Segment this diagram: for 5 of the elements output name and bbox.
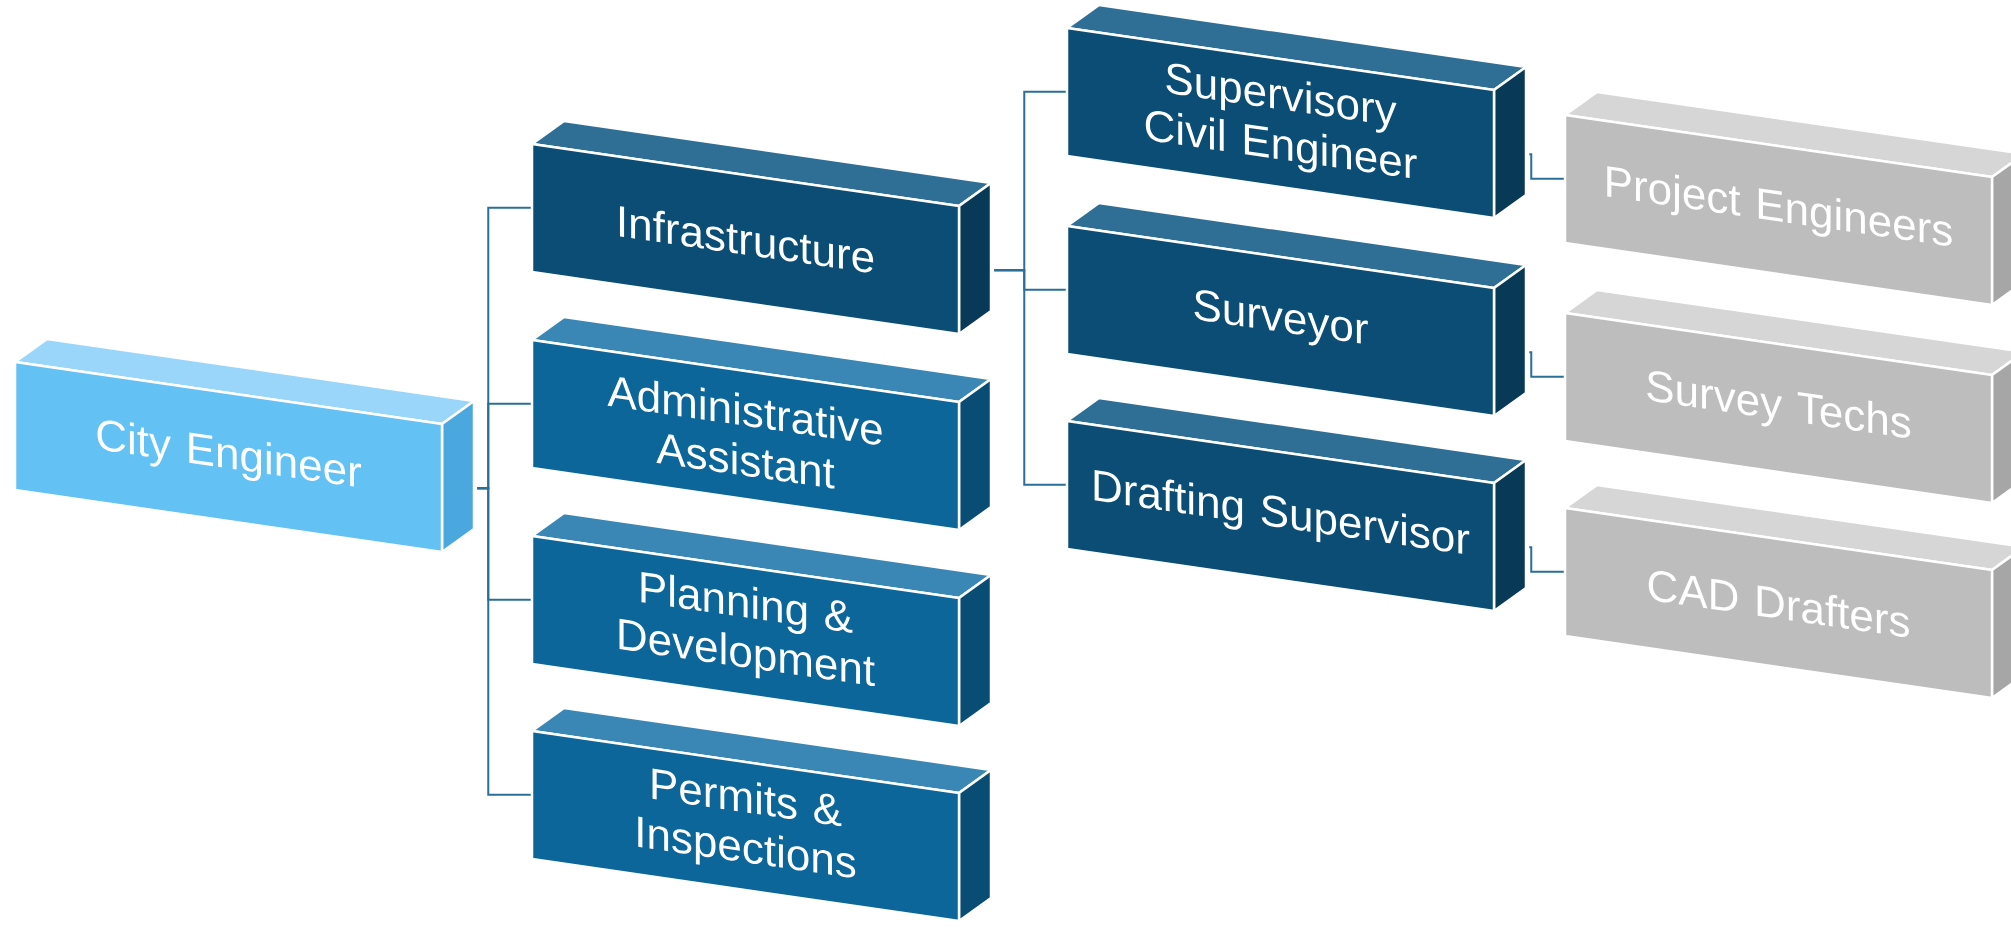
connector-line: [1528, 351, 1565, 378]
connector-line: [1528, 153, 1565, 180]
connector-line: [476, 487, 532, 796]
connector-line: [1528, 546, 1565, 573]
connector-line: [993, 269, 1067, 486]
